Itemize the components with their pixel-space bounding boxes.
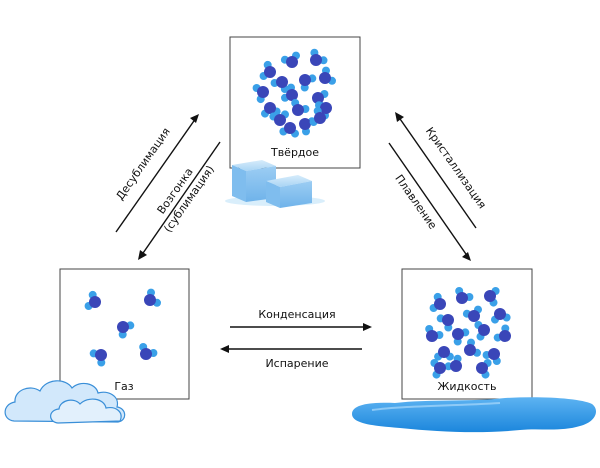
condensation-arrow	[230, 323, 372, 331]
water-molecule	[319, 66, 336, 85]
water-molecule	[436, 314, 454, 332]
water-molecule	[291, 99, 310, 116]
gas-label: Газ	[114, 380, 133, 393]
water-molecule	[281, 83, 298, 102]
water-molecule	[476, 359, 492, 379]
cloud-illustration	[4, 380, 126, 424]
crystallization-arrow	[395, 112, 477, 229]
water-molecule	[425, 325, 444, 342]
evaporation-arrow	[220, 345, 362, 353]
water-molecule	[84, 290, 101, 310]
water-molecule	[493, 324, 511, 342]
water-molecule	[474, 321, 490, 341]
solid-molecule-lattice	[252, 48, 336, 138]
solid-label: Твёрдое	[270, 146, 319, 159]
evaporation-label: Испарение	[265, 357, 328, 370]
solid-state-panel: Твёрдое	[229, 36, 361, 169]
water-molecule	[429, 292, 446, 312]
water-molecule	[89, 349, 107, 367]
water-molecule	[270, 76, 289, 93]
sublimation-arrow	[138, 141, 221, 260]
water-molecule	[309, 106, 326, 126]
gas-state-panel: Газ	[59, 268, 190, 400]
water-molecule	[484, 287, 500, 307]
water-molecule	[491, 308, 511, 324]
ice-cubes-illustration	[225, 160, 325, 208]
water-molecule	[139, 343, 158, 360]
melting-arrow	[388, 142, 471, 261]
water-molecule	[452, 328, 470, 346]
water-molecule	[462, 305, 482, 322]
gas-molecules	[84, 288, 161, 367]
water-molecule	[279, 122, 299, 138]
water-molecule	[299, 74, 317, 92]
liquid-state-panel: Жидкость	[401, 268, 533, 400]
water-molecule	[269, 110, 289, 126]
water-molecule	[455, 287, 474, 304]
water-molecule	[482, 348, 501, 365]
water-molecule	[434, 346, 454, 361]
water-molecule	[117, 321, 135, 339]
water-molecule	[259, 60, 276, 80]
water-molecule	[280, 51, 300, 68]
water-molecule	[144, 288, 161, 307]
water-molecule	[464, 338, 481, 357]
condensation-label: Конденсация	[258, 308, 335, 321]
deposition-arrow	[115, 114, 199, 233]
water-molecule	[430, 359, 446, 379]
liquid-molecules	[425, 287, 511, 379]
water-molecule	[444, 354, 462, 372]
water-molecule	[252, 84, 269, 104]
liquid-label: Жидкость	[438, 380, 497, 393]
water-puddle-illustration	[352, 397, 596, 433]
water-molecule	[310, 48, 328, 66]
